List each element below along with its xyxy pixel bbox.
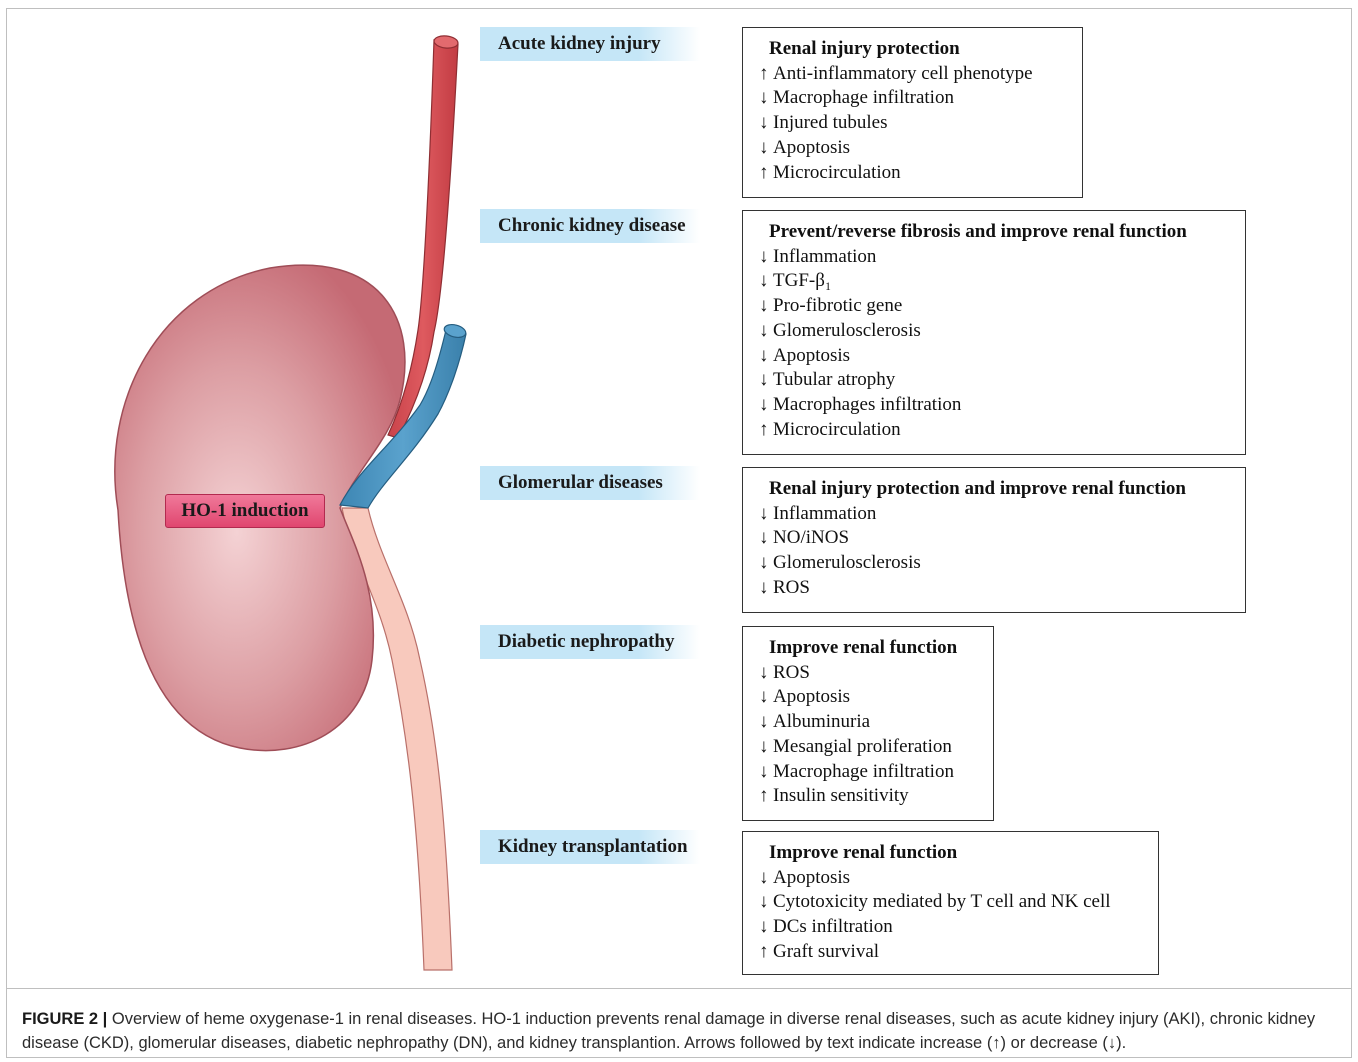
list-item: ↓TGF-β₁ bbox=[759, 269, 1233, 294]
panel-heading: Renal injury protection bbox=[759, 37, 1070, 62]
panel-heading: Improve renal function bbox=[759, 636, 981, 661]
panel-diabetic-nephropathy: Improve renal function ↓ROS ↓Apoptosis ↓… bbox=[742, 626, 994, 821]
tag-glomerular-diseases: Glomerular diseases bbox=[480, 466, 700, 500]
tag-chronic-kidney-disease: Chronic kidney disease bbox=[480, 209, 700, 243]
tag-kidney-transplantation: Kidney transplantation bbox=[480, 830, 700, 864]
list-item: ↓ROS bbox=[759, 576, 1233, 601]
tag-acute-kidney-injury: Acute kidney injury bbox=[480, 27, 700, 61]
panel-heading: Prevent/reverse fibrosis and improve ren… bbox=[759, 220, 1233, 245]
panel-chronic-kidney-disease: Prevent/reverse fibrosis and improve ren… bbox=[742, 210, 1246, 455]
list-item: ↓Glomerulosclerosis bbox=[759, 551, 1233, 576]
list-item: ↓Injured tubules bbox=[759, 111, 1070, 136]
list-item: ↓Apoptosis bbox=[759, 685, 981, 710]
list-item: ↑Microcirculation bbox=[759, 418, 1233, 443]
list-item: ↓Macrophage infiltration bbox=[759, 86, 1070, 111]
list-item: ↓Glomerulosclerosis bbox=[759, 319, 1233, 344]
list-item: ↑Anti-inflammatory cell phenotype bbox=[759, 62, 1070, 87]
figure-caption: FIGURE 2 | Overview of heme oxygenase-1 … bbox=[22, 1007, 1342, 1055]
list-item: ↓Inflammation bbox=[759, 502, 1233, 527]
list-item: ↑Graft survival bbox=[759, 940, 1146, 965]
caption-text: Overview of heme oxygenase-1 in renal di… bbox=[22, 1010, 1315, 1052]
ho1-induction-label: HO-1 induction bbox=[165, 494, 325, 528]
caption-label: FIGURE 2 | bbox=[22, 1010, 107, 1028]
list-item: ↓Albuminuria bbox=[759, 710, 981, 735]
panel-heading: Improve renal function bbox=[759, 841, 1146, 866]
list-item: ↑Insulin sensitivity bbox=[759, 784, 981, 809]
list-item: ↓Pro-fibrotic gene bbox=[759, 294, 1233, 319]
list-item: ↓DCs infiltration bbox=[759, 915, 1146, 940]
panel-glomerular-diseases: Renal injury protection and improve rena… bbox=[742, 467, 1246, 613]
panel-acute-kidney-injury: Renal injury protection ↑Anti-inflammato… bbox=[742, 27, 1083, 198]
list-item: ↓Macrophages infiltration bbox=[759, 393, 1233, 418]
list-item: ↓Apoptosis bbox=[759, 866, 1146, 891]
list-item: ↓Inflammation bbox=[759, 245, 1233, 270]
list-item: ↓ROS bbox=[759, 661, 981, 686]
list-item: ↓Apoptosis bbox=[759, 344, 1233, 369]
list-item: ↓Macrophage infiltration bbox=[759, 760, 981, 785]
list-item: ↓Apoptosis bbox=[759, 136, 1070, 161]
list-item: ↓Mesangial proliferation bbox=[759, 735, 981, 760]
list-item: ↓Tubular atrophy bbox=[759, 368, 1233, 393]
list-item: ↓Cytotoxicity mediated by T cell and NK … bbox=[759, 890, 1146, 915]
list-item: ↑Microcirculation bbox=[759, 161, 1070, 186]
panel-heading: Renal injury protection and improve rena… bbox=[759, 477, 1233, 502]
list-item: ↓NO/iNOS bbox=[759, 526, 1233, 551]
tag-diabetic-nephropathy: Diabetic nephropathy bbox=[480, 625, 700, 659]
panel-kidney-transplantation: Improve renal function ↓Apoptosis ↓Cytot… bbox=[742, 831, 1159, 975]
